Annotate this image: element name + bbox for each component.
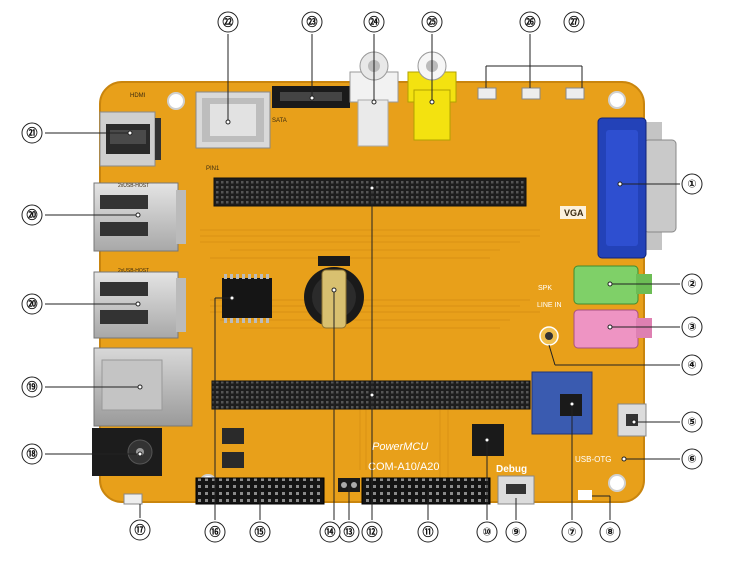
callout-lines	[45, 34, 680, 520]
sd-card-slot	[195, 91, 271, 149]
callout-16: ⑯	[210, 525, 221, 539]
callout-9: ⑨	[511, 526, 520, 539]
callout-22: ㉒	[223, 15, 234, 29]
debug-label: Debug	[496, 464, 527, 475]
spk-label: SPK	[538, 285, 552, 292]
usb-otg-label: USB-OTG	[575, 455, 611, 464]
module-header-bottom	[211, 380, 531, 410]
audio-jack-pink	[573, 309, 652, 349]
capacitors	[222, 428, 244, 468]
callout-19: ⑲	[27, 380, 38, 394]
callout-14: ⑭	[325, 525, 336, 539]
sata-label: SATA	[272, 118, 287, 124]
callout-7: ⑦	[567, 526, 576, 539]
hdmi-label: HDMI	[130, 93, 146, 99]
gpio-header-right	[361, 477, 491, 505]
callout-4: ④	[687, 359, 696, 372]
callout-21: ㉑	[27, 126, 38, 140]
callout-5: ⑤	[687, 416, 696, 429]
usb-host-upper-label: 2xUSB-HOST	[118, 183, 149, 189]
jumper	[338, 478, 360, 492]
usb-host-upper	[93, 182, 186, 252]
callout-markers	[21, 11, 703, 543]
usb-otg-port	[617, 403, 647, 437]
callout-6: ⑥	[687, 453, 696, 466]
callout-25: ㉕	[427, 15, 438, 29]
callout-8: ⑧	[605, 526, 614, 539]
callout-1: ①	[687, 178, 696, 191]
callout-20b: ⑳	[27, 208, 38, 222]
callout-17: ⑰	[135, 523, 146, 537]
callout-26: ㉖	[525, 15, 536, 29]
dc-power-jack	[92, 428, 162, 476]
module-label: COM-A10/A20	[368, 461, 440, 473]
rca-jack-white	[349, 51, 399, 147]
line-in-label: LINE IN	[537, 302, 562, 309]
callout-3: ③	[687, 321, 696, 334]
vga-connector	[597, 117, 677, 259]
callout-11: ⑪	[423, 525, 434, 539]
ethernet-port	[93, 347, 193, 427]
wifi-module	[531, 371, 593, 435]
push-buttons	[477, 87, 585, 100]
brand-label: PowerMCU	[372, 441, 428, 453]
callout-20a: ⑳	[27, 297, 38, 311]
callout-23: ㉓	[307, 15, 318, 29]
callout-13: ⑬	[344, 525, 355, 539]
callout-15: ⑮	[255, 525, 266, 539]
pcb-traces	[200, 229, 540, 480]
power-switch	[123, 493, 143, 505]
vga-label: VGA	[564, 208, 584, 218]
hdmi-port	[99, 111, 161, 167]
callout-24: ㉔	[369, 15, 380, 29]
vga-label-box	[560, 206, 586, 219]
microphone	[539, 326, 559, 346]
callout-12: ⑫	[367, 525, 378, 539]
callout-numbers: ① ② ③ ④ ⑤ ⑥ ⑦ ⑧ ⑨ ⑩ ⑪ ⑫ ⑬ ⑭ ⑮ ⑯ ⑰ ⑱ ⑲ ⑳ …	[27, 15, 697, 539]
callout-27: ㉗	[569, 15, 580, 29]
callout-2: ②	[687, 278, 696, 291]
pin1-label: PIN1	[206, 166, 220, 172]
callout-dots	[127, 95, 637, 462]
module-header-top	[213, 177, 527, 207]
callout-18: ⑱	[27, 447, 38, 461]
callout-10: ⑩	[482, 526, 491, 539]
usb-host-lower-label: 2xUSB-HOST	[118, 268, 149, 274]
status-led	[578, 490, 592, 500]
